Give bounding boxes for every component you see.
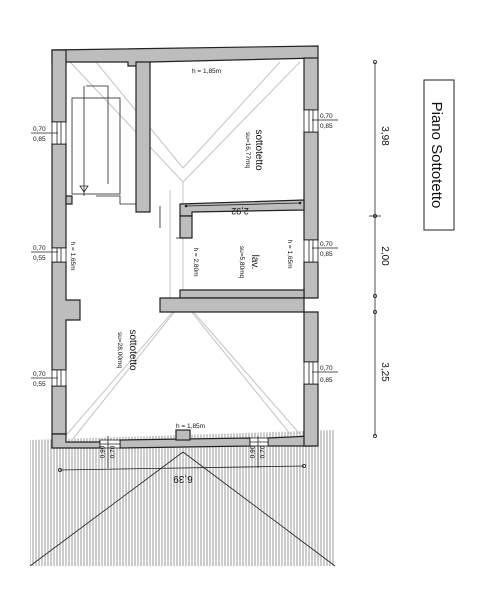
svg-text:0,70: 0,70 [320,365,333,372]
svg-text:2,92: 2,92 [231,206,249,216]
svg-text:0,85: 0,85 [320,377,333,384]
interior-dimension: 2,92 [184,201,302,216]
roof-ridge [29,451,336,567]
door-marks [159,206,190,239]
lav-area: su=5,80mq [238,246,245,279]
top-room-name: sottotetto [253,129,264,171]
svg-text:0,55: 0,55 [33,255,46,262]
window-labels-bottom: 0,70 0,90 0,70 0,90 [100,436,267,468]
svg-text:6,39: 6,39 [173,473,193,484]
window-labels-right: 0,70 0,85 0,70 0,85 0,70 0,85 [312,113,338,384]
svg-text:0,85: 0,85 [320,123,333,130]
bottom-room-area: su=28,00mq [116,332,123,368]
top-room-height: h = 1,85m [192,68,221,75]
bottom-dimension: 6,39 [58,463,306,484]
svg-text:3,25: 3,25 [379,362,390,382]
lav-height-left: h = 2,80m [192,247,199,276]
page-title: Piano Sottotetto [428,102,445,209]
window-labels-left: 0,70 0,85 0,70 0,55 0,70 0,55 [31,126,58,388]
lav-name: lav. [249,255,260,270]
lav-height-right: h = 1,65m [286,239,293,268]
walls [51,45,319,449]
staircase [71,85,136,205]
svg-text:2,00: 2,00 [379,246,390,266]
svg-text:0,70: 0,70 [33,371,46,378]
bottom-room-height: h = 1,85m [176,423,205,430]
svg-text:3,98: 3,98 [379,126,390,146]
svg-text:0,90: 0,90 [100,445,107,458]
left-height: h = 1,65m [69,241,76,270]
svg-text:0,85: 0,85 [33,136,46,143]
top-room-area: su=16,77mq [244,132,251,168]
svg-text:0,70: 0,70 [33,126,46,133]
svg-text:0,70: 0,70 [260,445,267,458]
window-openings [51,109,319,449]
bottom-room-name: sottotetto [127,329,138,371]
svg-text:0,70: 0,70 [320,241,333,248]
svg-text:0,70: 0,70 [320,113,333,120]
svg-text:0,55: 0,55 [33,381,46,388]
svg-text:0,85: 0,85 [320,251,333,258]
title-box: Piano Sottotetto [423,79,455,231]
svg-text:0,90: 0,90 [250,445,257,458]
room-labels: sottotetto su=16,77mq h = 1,85m lav. su=… [69,68,293,430]
roof-hip-lines [61,61,306,441]
right-dimension-chain: 3,98 2,00 3,25 [369,60,390,438]
svg-text:0,70: 0,70 [33,245,46,252]
svg-text:0,70: 0,70 [110,445,117,458]
